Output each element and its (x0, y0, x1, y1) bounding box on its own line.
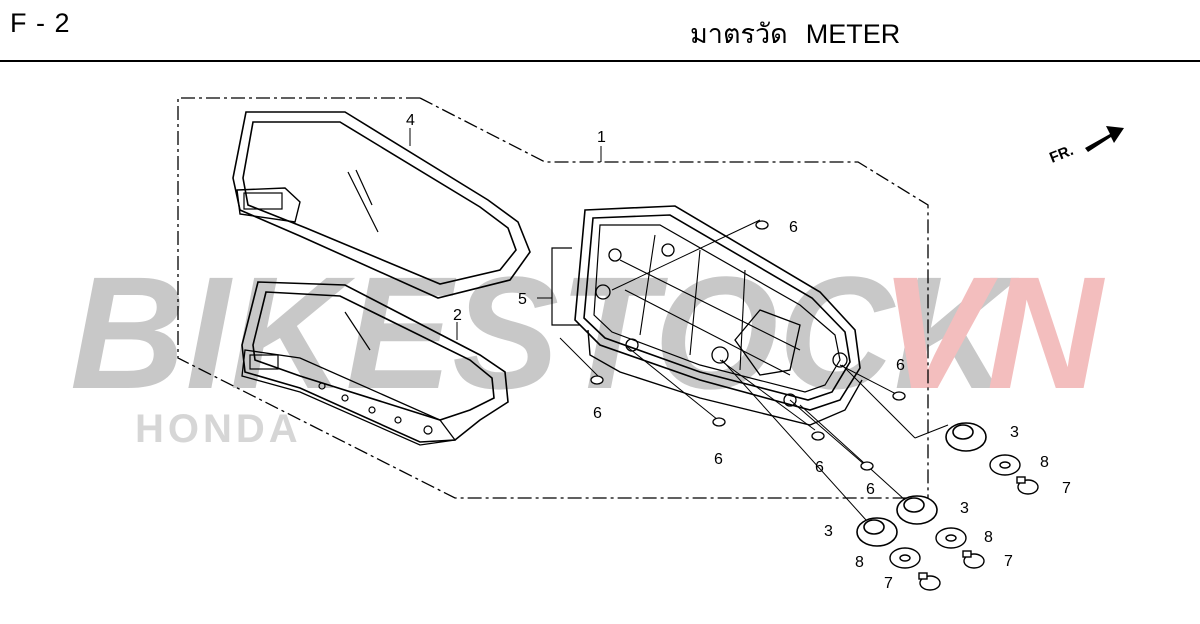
grommets-part-3 (856, 422, 987, 547)
honda-logo: HONDA (135, 407, 302, 451)
callout-6e: 6 (866, 481, 875, 498)
bracket-part-5 (551, 247, 580, 326)
bolt-7c (918, 572, 941, 591)
callout-1: 1 (597, 129, 606, 146)
washers-part-8 (889, 454, 1021, 569)
screws-part-6 (590, 220, 906, 471)
leader-lines (409, 128, 949, 521)
washer-8b (935, 527, 967, 549)
watermark-text-left: BIKESTOCK (70, 243, 1020, 422)
watermark: BIKESTOCK VN HONDA (70, 243, 1106, 451)
page-title-english: METER (805, 19, 901, 49)
callout-8c: 8 (855, 554, 864, 571)
callout-6b: 6 (593, 405, 602, 422)
callout-3a: 3 (1010, 424, 1019, 441)
grommet-3a (945, 422, 987, 452)
callout-labels: 1 2 3 3 3 4 5 6 6 6 6 6 6 7 7 7 8 8 8 (406, 112, 1071, 592)
callout-7c: 7 (884, 575, 893, 592)
callout-7b: 7 (1004, 553, 1013, 570)
screw-6b (590, 375, 604, 385)
meter-unit-part-2 (241, 281, 509, 446)
callout-8a: 8 (1040, 454, 1049, 471)
watermark-text-right: VN (880, 243, 1106, 422)
page-title: มาตรวัด METER (690, 12, 900, 55)
washer-8a (989, 454, 1021, 476)
washer-8c (889, 547, 921, 569)
bolt-7b (962, 550, 985, 569)
page-title-thai: มาตรวัด (690, 19, 788, 49)
callout-4: 4 (406, 112, 415, 129)
bolt-7a (1016, 476, 1039, 495)
callout-6c: 6 (714, 451, 723, 468)
meter-lens-part-4 (232, 111, 531, 299)
grommet-3b (896, 495, 938, 525)
callout-3b: 3 (960, 500, 969, 517)
callout-8b: 8 (984, 529, 993, 546)
screw-6c (712, 417, 726, 427)
page-code: F - 2 (10, 8, 71, 38)
screw-6a (755, 220, 769, 230)
callout-7a: 7 (1062, 480, 1071, 497)
callout-6a: 6 (789, 219, 798, 236)
arrow-icon (1085, 126, 1124, 152)
callout-6d: 6 (815, 459, 824, 476)
screw-6d (811, 431, 825, 441)
front-label: FR. (1047, 142, 1076, 167)
meter-case-part-1 (574, 205, 863, 426)
callout-5: 5 (518, 291, 527, 308)
front-direction-indicator: FR. (1047, 126, 1124, 167)
header-divider (0, 60, 1200, 62)
callout-6f: 6 (896, 357, 905, 374)
bolts-part-7 (918, 476, 1039, 591)
callout-3c: 3 (824, 523, 833, 540)
callout-2: 2 (453, 307, 462, 324)
screw-6f (892, 391, 906, 401)
grommet-3c (856, 517, 898, 547)
screw-6e (860, 461, 874, 471)
